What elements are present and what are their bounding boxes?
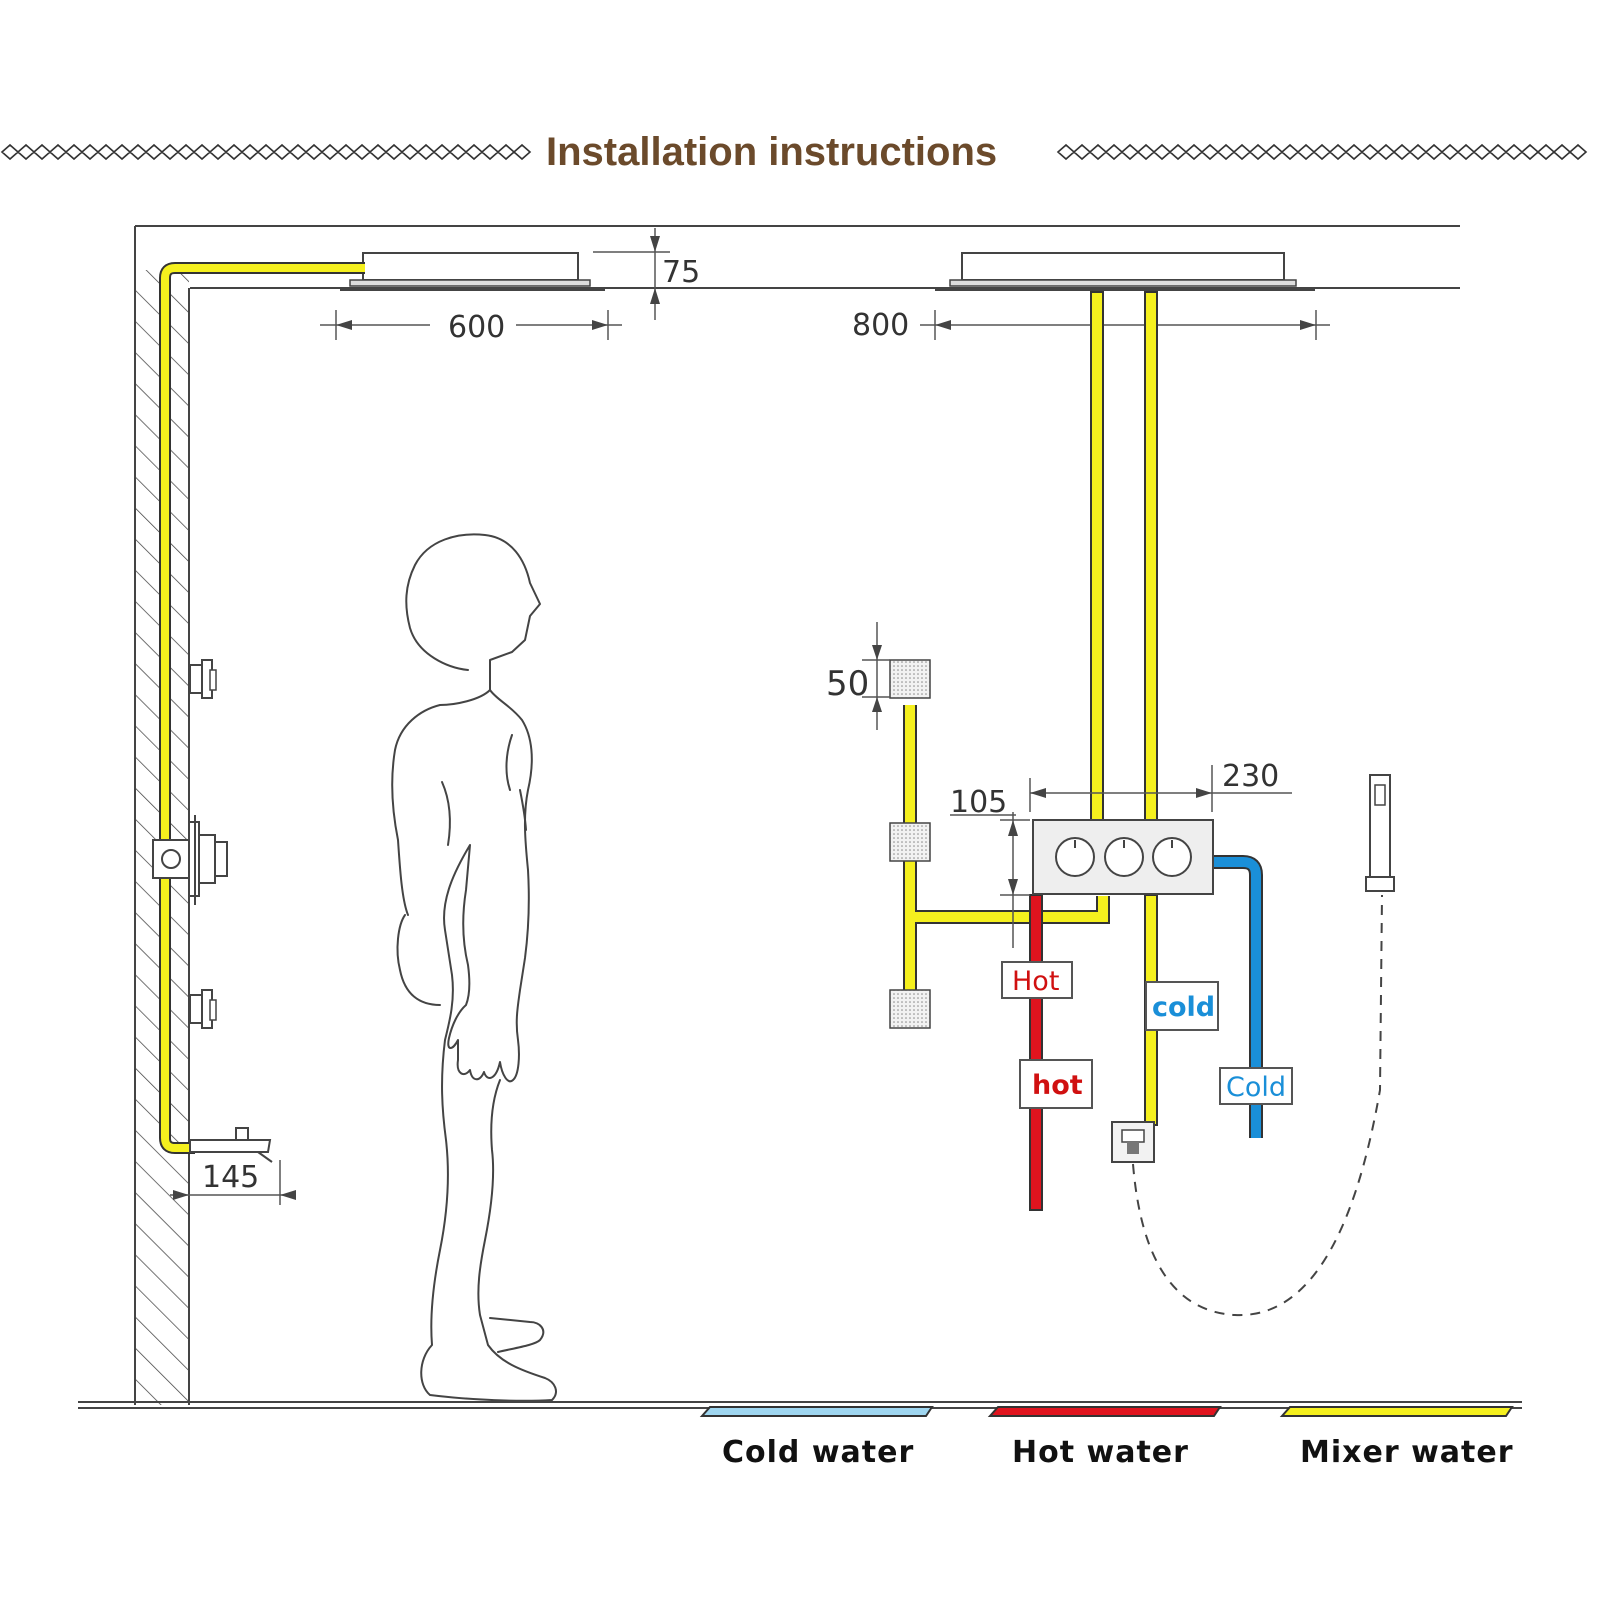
tag-hot-upper: Hot (1001, 961, 1073, 999)
title-ornament-right (1056, 143, 1588, 161)
dimension-800: 800 (848, 305, 1330, 343)
tag-hot-lower-label: hot (1032, 1070, 1083, 1101)
dimension-75: 75 (593, 228, 700, 320)
hose-outlet (1111, 1121, 1155, 1163)
dimension-230: 230 (1029, 759, 1292, 812)
tag-cold-upper: cold (1145, 981, 1219, 1031)
dim-75-label: 75 (662, 255, 700, 290)
dim-105-label: 105 (950, 785, 1007, 820)
cold-pipe (1210, 855, 1263, 1138)
legend-mixer-label: Mixer water (1300, 1435, 1514, 1470)
dimension-145: 145 (170, 1160, 296, 1205)
mixer-pipes-ceiling (1090, 291, 1158, 823)
thermostatic-valve (1032, 819, 1214, 895)
tag-cold-lower-label: Cold (1226, 1072, 1286, 1103)
valve-knob-2 (1104, 837, 1144, 877)
tag-hot-upper-label: Hot (1012, 966, 1059, 997)
dim-145-label: 145 (202, 1160, 259, 1195)
valve-knob-1 (1055, 837, 1095, 877)
dim-230-label: 230 (1222, 759, 1279, 794)
wall-spout (189, 1127, 273, 1163)
dim-800-label: 800 (852, 308, 909, 343)
wall-body-jet-lower (189, 989, 217, 1029)
body-jet-top (889, 659, 931, 699)
mixer-pipe-wall (159, 262, 365, 1154)
legend-cold-water: Cold water (699, 1406, 934, 1470)
human-figure (391, 533, 557, 1402)
tag-cold-upper-label: cold (1152, 992, 1215, 1023)
legend-hot-water: Hot water (987, 1406, 1222, 1470)
legend-hot-label: Hot water (1012, 1435, 1189, 1470)
dimension-50: 50 (826, 622, 890, 730)
tag-hot-lower: hot (1019, 1059, 1093, 1109)
rain-shower-left (340, 252, 605, 291)
valve-knob-3 (1152, 837, 1192, 877)
dim-50-label: 50 (826, 664, 869, 704)
dim-600-label: 600 (448, 310, 505, 345)
handshower (1365, 774, 1395, 892)
rain-shower-right (935, 252, 1315, 291)
ceiling (135, 225, 1460, 289)
wall-valve (152, 815, 228, 905)
legend-mixer-water: Mixer water (1279, 1406, 1514, 1470)
body-jet-bottom (889, 989, 931, 1029)
page-title: Installation instructions (546, 130, 997, 174)
body-jet-middle (889, 822, 931, 862)
title-ornament-left (0, 143, 532, 161)
legend-cold-label: Cold water (722, 1435, 914, 1470)
dimension-105: 105 (950, 785, 1030, 948)
dimension-600: 600 (320, 310, 622, 345)
hot-pipe (1029, 894, 1043, 1211)
wall-body-jet-upper (189, 659, 217, 699)
tag-cold-lower: Cold (1219, 1067, 1293, 1105)
